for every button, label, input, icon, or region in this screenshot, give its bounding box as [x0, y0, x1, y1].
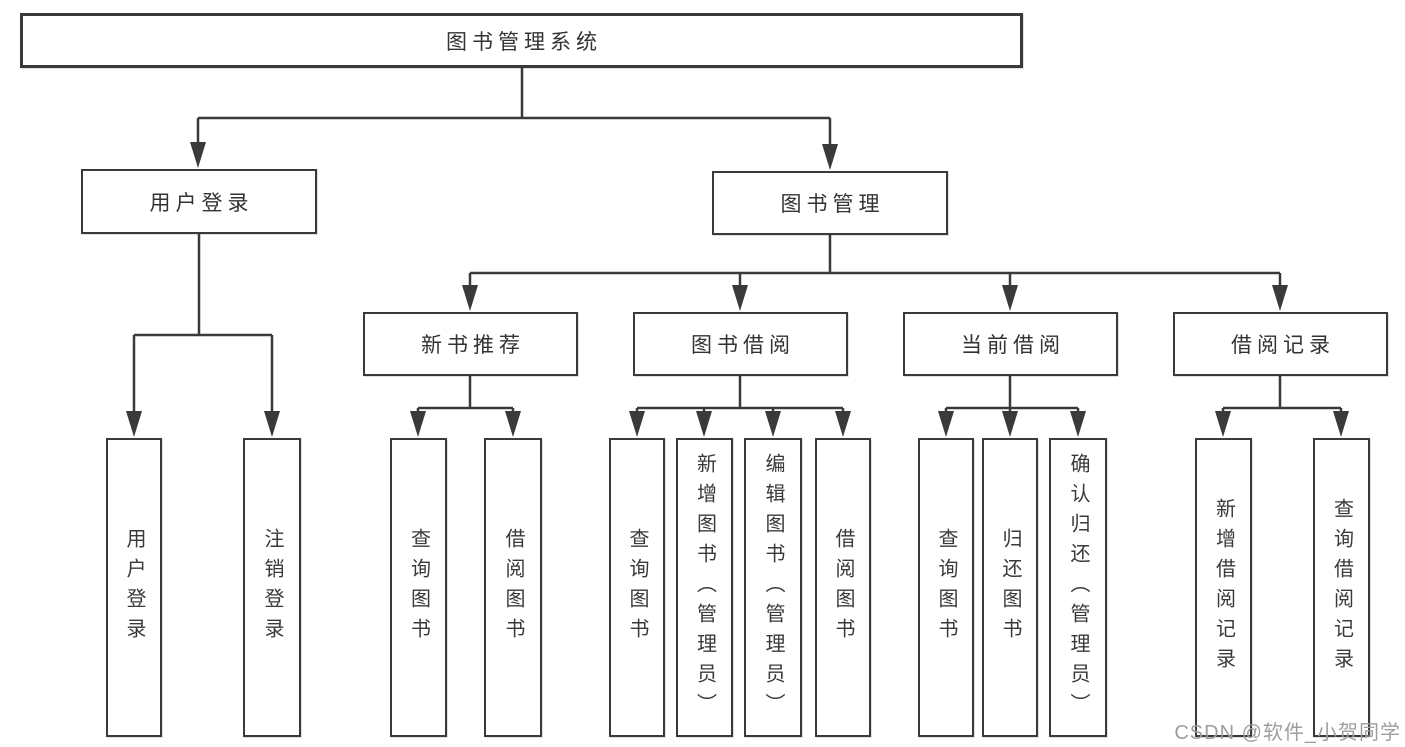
node-label: 查询图书: [626, 527, 648, 648]
leaf-query-books-recommend: 查询图书: [390, 438, 447, 737]
node-book-management: 图书管理: [712, 171, 948, 235]
node-label: 借阅图书: [832, 527, 854, 648]
leaf-edit-books-admin: 编辑图书（管理员）: [744, 438, 802, 737]
leaf-add-books-admin: 新增图书（管理员）: [676, 438, 733, 737]
watermark: CSDN @软件_小贺同学: [1174, 722, 1401, 744]
node-label: 注销登录: [261, 527, 283, 648]
node-label: 借阅记录: [1231, 334, 1335, 357]
node-label: 新增图书（管理员）: [693, 452, 716, 723]
leaf-add-borrow-record: 新增借阅记录: [1195, 438, 1252, 737]
leaf-query-borrow-record: 查询借阅记录: [1313, 438, 1370, 737]
node-label: 图书管理: [780, 193, 885, 216]
leaf-borrow-books-recommend: 借阅图书: [484, 438, 542, 737]
leaf-confirm-return-admin: 确认归还（管理员）: [1049, 438, 1107, 737]
arrowheads: [126, 142, 1349, 437]
node-label: 归还图书: [999, 527, 1021, 648]
node-label: 新书推荐: [421, 334, 525, 357]
node-label: 图书借阅: [691, 334, 795, 357]
node-library-management-system: 图书管理系统: [20, 13, 1023, 68]
node-label: 编辑图书（管理员）: [762, 452, 784, 723]
node-label: 用户登录: [149, 191, 254, 215]
node-label: 用户登录: [123, 527, 145, 648]
leaf-logout: 注销登录: [243, 438, 301, 737]
leaf-user-login: 用户登录: [106, 438, 162, 737]
node-label: 查询借阅记录: [1330, 497, 1353, 678]
node-current-borrowing: 当前借阅: [903, 312, 1118, 376]
leaf-return-books: 归还图书: [982, 438, 1038, 737]
leaf-query-books-borrowing: 查询图书: [609, 438, 665, 737]
node-new-book-recommendation: 新书推荐: [363, 312, 578, 376]
leaf-query-books-current: 查询图书: [918, 438, 974, 737]
node-label: 查询图书: [407, 527, 430, 648]
node-label: 图书管理系统: [446, 30, 602, 54]
node-label: 借阅图书: [502, 527, 524, 648]
node-label: 新增借阅记录: [1212, 497, 1235, 678]
leaf-borrow-books: 借阅图书: [815, 438, 871, 737]
node-label: 查询图书: [935, 527, 957, 648]
node-label: 当前借阅: [961, 334, 1065, 357]
node-user-login: 用户登录: [81, 169, 317, 234]
node-book-borrowing: 图书借阅: [633, 312, 848, 376]
node-label: 确认归还（管理员）: [1067, 452, 1089, 723]
node-borrowing-records: 借阅记录: [1173, 312, 1388, 376]
